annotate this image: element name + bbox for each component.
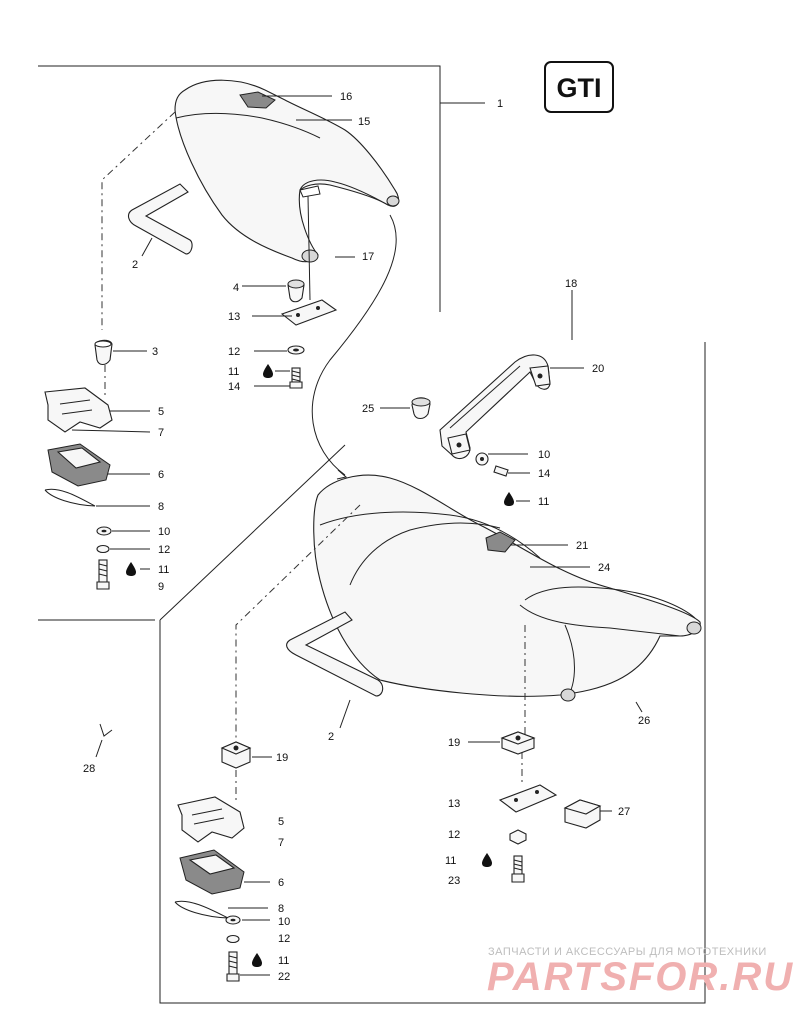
front-seat [313,474,702,702]
callout-11-upper-2: 11 [158,564,169,576]
callout-1: 1 [497,98,503,110]
lower-latch-rod [286,611,384,697]
callout-11-upper: 11 [228,366,239,378]
callout-10-upper: 10 [158,526,170,538]
seat-connection-curve [311,214,397,476]
callout-10-lower: 10 [278,916,290,928]
callout-12-lower: 12 [278,933,290,945]
callout-9: 9 [158,581,164,593]
right-retainer [500,731,536,755]
lower-latch-spring [174,900,229,919]
callout-26: 26 [638,715,650,727]
rubber-block [563,799,602,829]
callout-5-upper: 5 [158,406,164,418]
upper-alignment-line [101,111,176,330]
callout-16: 16 [340,91,352,103]
callout-11-handle: 11 [538,496,549,508]
model-badge-text: GTI [557,73,602,103]
callout-13-upper: 13 [228,311,240,323]
callout-8-upper: 8 [158,501,164,513]
callout-23: 23 [448,875,460,887]
callout-3: 3 [152,346,158,358]
handle-bumper [411,397,431,420]
upper-latch-rod [127,183,193,255]
lower-bolt-22 [226,951,240,982]
callout-27: 27 [618,806,630,818]
callout-6-lower: 6 [278,877,284,889]
handle-screw [493,465,509,477]
callout-7-upper: 7 [158,427,164,439]
item-28-symbol [99,723,113,737]
right-screw [511,855,525,883]
upper-latch-plate [280,299,338,326]
loctite-drop-icon [126,562,136,576]
upper-lock-washer-12 [96,544,110,554]
lower-alignment-line [235,504,361,738]
callout-2-upper: 2 [132,259,138,271]
right-washer [509,829,527,845]
callout-11-right: 11 [445,855,456,867]
callout-10-handle: 10 [538,449,550,461]
watermark-caption: ЗАПЧАСТИ И АКСЕССУАРЫ ДЛЯ МОТОТЕХНИКИ [488,946,767,958]
callout-13-right: 13 [448,798,460,810]
loctite-drop-icon [252,953,262,967]
right-latch-plate [498,784,558,813]
rear-seat-cover [174,79,400,301]
callout-18: 18 [565,278,577,290]
upper-latch-bracket [47,443,111,487]
upper-rubber-stopper [94,339,113,366]
callout-21: 21 [576,540,588,552]
callout-24: 24 [598,562,610,574]
lower-washer-10 [225,915,241,925]
upper-latch-housing [44,387,113,433]
callout-labels: 1 16 15 17 2 4 13 3 12 11 14 5 7 6 8 10 … [83,91,650,983]
lower-latch-bracket [179,849,245,895]
callout-12-upper-2: 12 [158,544,170,556]
callout-19-lower: 19 [276,752,288,764]
callout-5-lower: 5 [278,816,284,828]
callout-14-handle: 14 [538,468,550,480]
model-badge: GTI [544,61,614,113]
watermark-brand: PARTSFOR.RU [487,955,794,999]
seat-handle [439,354,551,460]
upper-washer [287,345,305,355]
callout-19-right: 19 [448,737,460,749]
callout-25: 25 [362,403,374,415]
lower-latch-housing [177,796,245,843]
handle-washer [475,452,489,466]
callout-8-lower: 8 [278,903,284,915]
callout-2-lower: 2 [328,731,334,743]
callout-6-upper: 6 [158,469,164,481]
callout-12-right: 12 [448,829,460,841]
upper-bolt-9 [96,559,110,590]
lower-assembly-frame [159,342,706,1004]
lower-retainer [220,741,252,769]
upper-screw [289,367,303,389]
watermark: ЗАПЧАСТИ И АКСЕССУАРЫ ДЛЯ МОТОТЕХНИКИ PA… [487,946,794,999]
callout-22: 22 [278,971,290,983]
callout-7-lower: 7 [278,837,284,849]
callout-15: 15 [358,116,370,128]
loctite-drop-icon [482,853,492,867]
callout-17: 17 [362,251,374,263]
callout-12-upper: 12 [228,346,240,358]
callout-28: 28 [83,763,95,775]
callout-4: 4 [233,282,239,294]
loctite-drop-icon [263,364,273,378]
upper-assembly-frame [38,65,441,621]
upper-latch-spring [44,488,96,507]
lower-lock-washer-12 [226,934,240,944]
callout-14-upper: 14 [228,381,240,393]
callout-20: 20 [592,363,604,375]
upper-washer-10 [96,526,112,536]
leader-lines [71,95,643,976]
callout-11-lower: 11 [278,955,289,967]
loctite-drop-icon [504,492,514,506]
bumper [287,279,305,303]
